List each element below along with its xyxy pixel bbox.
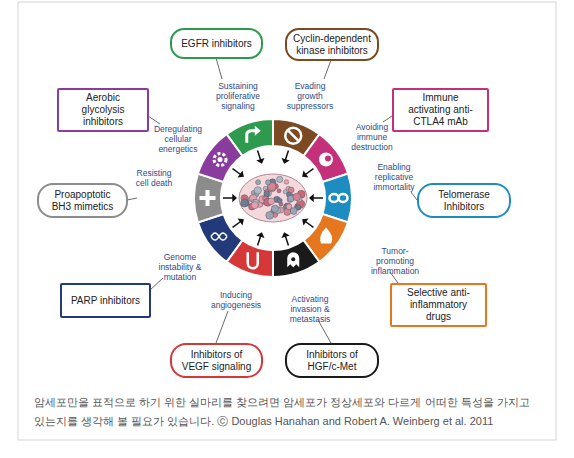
tumor-cell	[254, 187, 261, 194]
inward-arrow	[223, 197, 233, 199]
drug-box: Telomerase Inhibitors	[417, 183, 511, 218]
drug-name: Proapoptotic BH3 mimetics	[45, 189, 120, 213]
tumor-cell	[268, 198, 275, 205]
drug-box: Cyclin-dependent kinase inhibitors	[285, 28, 379, 61]
hallmark-label: Enabling replicative immortality	[363, 162, 425, 192]
drug-name: Telomerase Inhibitors	[425, 189, 503, 213]
inward-arrow	[302, 219, 308, 226]
stop-icon	[288, 131, 298, 141]
inward-arrow	[258, 150, 261, 160]
leader-line	[150, 278, 163, 290]
immune-icon	[325, 156, 331, 162]
drug-box: Inhibitors of HGF/c-Met	[285, 343, 379, 378]
ghost-icon	[291, 257, 295, 261]
hallmark-label: Evading growth suppressors	[281, 81, 339, 111]
tumor-cell	[284, 180, 289, 185]
tumor-cell	[264, 191, 270, 197]
inward-arrow	[237, 219, 243, 226]
inward-arrow	[285, 150, 288, 160]
inward-arrow	[285, 236, 288, 246]
tumor-cell	[277, 198, 282, 203]
inward-arrow	[256, 232, 264, 238]
figure-frame	[18, 2, 556, 440]
leader-line	[216, 58, 222, 79]
plus-icon	[200, 196, 216, 200]
stop-icon	[285, 128, 301, 144]
inward-arrow	[232, 194, 237, 203]
hallmark-label: Inducing angiogenesis	[206, 290, 266, 310]
hallmark-label: Avoiding immune destruction	[344, 122, 400, 152]
inward-arrow	[302, 171, 308, 178]
tumor-cell	[277, 189, 281, 193]
inward-arrow	[313, 197, 323, 199]
drug-box: Inhibitors of VEGF signaling	[170, 343, 263, 378]
inward-arrow	[237, 171, 243, 178]
inward-arrow	[233, 169, 241, 175]
dna-icon	[211, 233, 227, 240]
drug-box: EGFR inhibitors	[170, 28, 263, 59]
inward-arrow	[258, 236, 261, 246]
drug-name: Inhibitors of VEGF signaling	[178, 349, 255, 373]
figure-caption: 암세포만을 표적으로 하기 위한 실마리를 찾으려면 암세포가 정상세포와 다르…	[34, 393, 542, 432]
flame-icon	[320, 227, 332, 243]
drug-box: Aerobic glycolysis inhibitors	[57, 88, 149, 132]
arrow-icon	[255, 126, 261, 136]
drug-box: Proapoptotic BH3 mimetics	[37, 183, 128, 218]
drug-name: Inhibitors of HGF/c-Met	[293, 349, 371, 373]
leader-line	[383, 116, 392, 122]
drug-name: EGFR inhibitors	[181, 38, 252, 50]
hallmark-label: Genome instability & mutation	[152, 252, 208, 282]
inward-arrow	[233, 222, 241, 228]
inward-arrow	[305, 222, 313, 228]
tumor-cell	[290, 208, 297, 215]
infinity-icon	[339, 194, 348, 202]
hallmark-label: Deregulating cellular energetics	[148, 124, 208, 154]
leader-line	[148, 116, 160, 124]
leader-lines	[127, 58, 417, 343]
tumor-cell	[256, 180, 261, 185]
hallmark-wheel	[194, 119, 352, 277]
drug-box: Immune activating anti-CTLA4 mAb	[392, 88, 489, 132]
tumor-cell	[265, 180, 270, 185]
inward-arrow	[282, 232, 290, 238]
dna-icon	[211, 233, 227, 240]
vessel-icon	[248, 252, 258, 268]
immune-icon	[319, 153, 333, 167]
inward-arrow	[305, 169, 313, 175]
leader-line	[127, 198, 137, 200]
tumor-cell	[266, 211, 274, 219]
drug-name: PARP inhibitors	[71, 295, 140, 307]
drug-name: Immune activating anti-CTLA4 mAb	[400, 92, 481, 128]
tumor-cell	[251, 202, 258, 209]
drug-name: Aerobic glycolysis inhibitors	[65, 92, 141, 128]
tumor-cell	[293, 193, 301, 201]
inward-arrow	[309, 194, 314, 203]
drug-name: Cyclin-dependent kinase inhibitors	[293, 33, 371, 57]
tumor-cell	[271, 205, 278, 212]
gear-icon	[214, 154, 226, 166]
inward-arrow	[282, 158, 290, 164]
tumor-cluster	[239, 174, 307, 222]
ghost-icon	[287, 252, 299, 267]
wheel-center	[222, 147, 324, 249]
gear-icon	[218, 157, 223, 162]
drug-box: Selective anti-inflammatory drugs	[390, 283, 487, 327]
hallmark-label: Sustaining proliferative signaling	[207, 81, 269, 111]
leader-line	[324, 60, 331, 79]
inward-arrow	[256, 158, 264, 164]
tumor-cell	[283, 190, 287, 194]
hallmark-label: Tumor-promoting inflammation	[363, 246, 427, 276]
drug-name: Selective anti-inflammatory drugs	[398, 287, 479, 323]
hallmark-label: Resisting cell death	[134, 168, 174, 188]
leader-line	[216, 311, 228, 343]
infinity-icon	[330, 194, 339, 202]
hallmark-label: Activating invasion & metastasis	[280, 294, 340, 324]
drug-box: PARP inhibitors	[60, 283, 151, 318]
tumor-cell	[276, 176, 282, 182]
tumor-cell	[288, 187, 294, 193]
tumor-cell	[241, 199, 249, 207]
arrow-icon	[247, 131, 256, 143]
